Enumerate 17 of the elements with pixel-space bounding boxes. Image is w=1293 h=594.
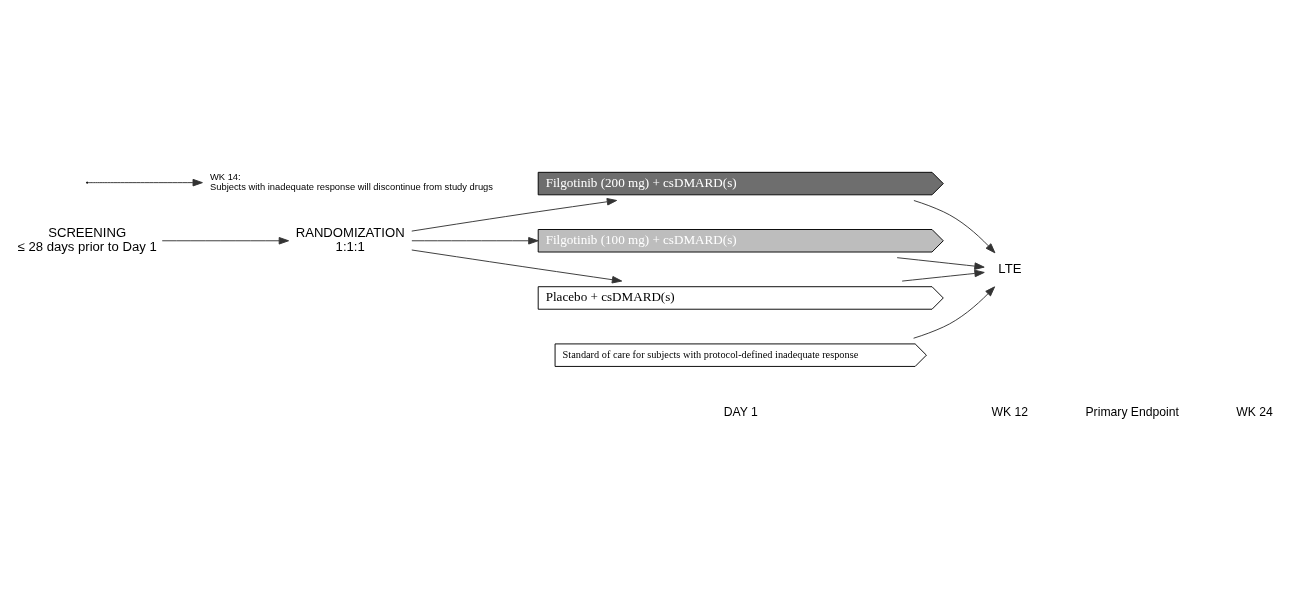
label: WK 12 [991,404,1029,419]
arrow [913,199,996,253]
arrow [411,197,618,232]
label: WK 24 [1236,404,1273,419]
arrow [411,249,623,283]
arrow [896,256,985,270]
node-text: WK 14: Subjects with inadequate response will discontinue from study drugs [209,171,494,192]
arrow [87,178,203,186]
arrow [411,236,539,244]
node-text: LTE [998,260,1022,276]
arrow [161,236,290,244]
arrow [913,285,996,339]
node-text: SCREENING ≤ 28 days prior to Day 1 [17,224,157,254]
node-text: RANDOMIZATION 1:1:1 [295,224,405,254]
arrow [901,269,985,282]
label: Primary Endpoint [1085,404,1179,419]
label: DAY 1 [723,404,758,419]
